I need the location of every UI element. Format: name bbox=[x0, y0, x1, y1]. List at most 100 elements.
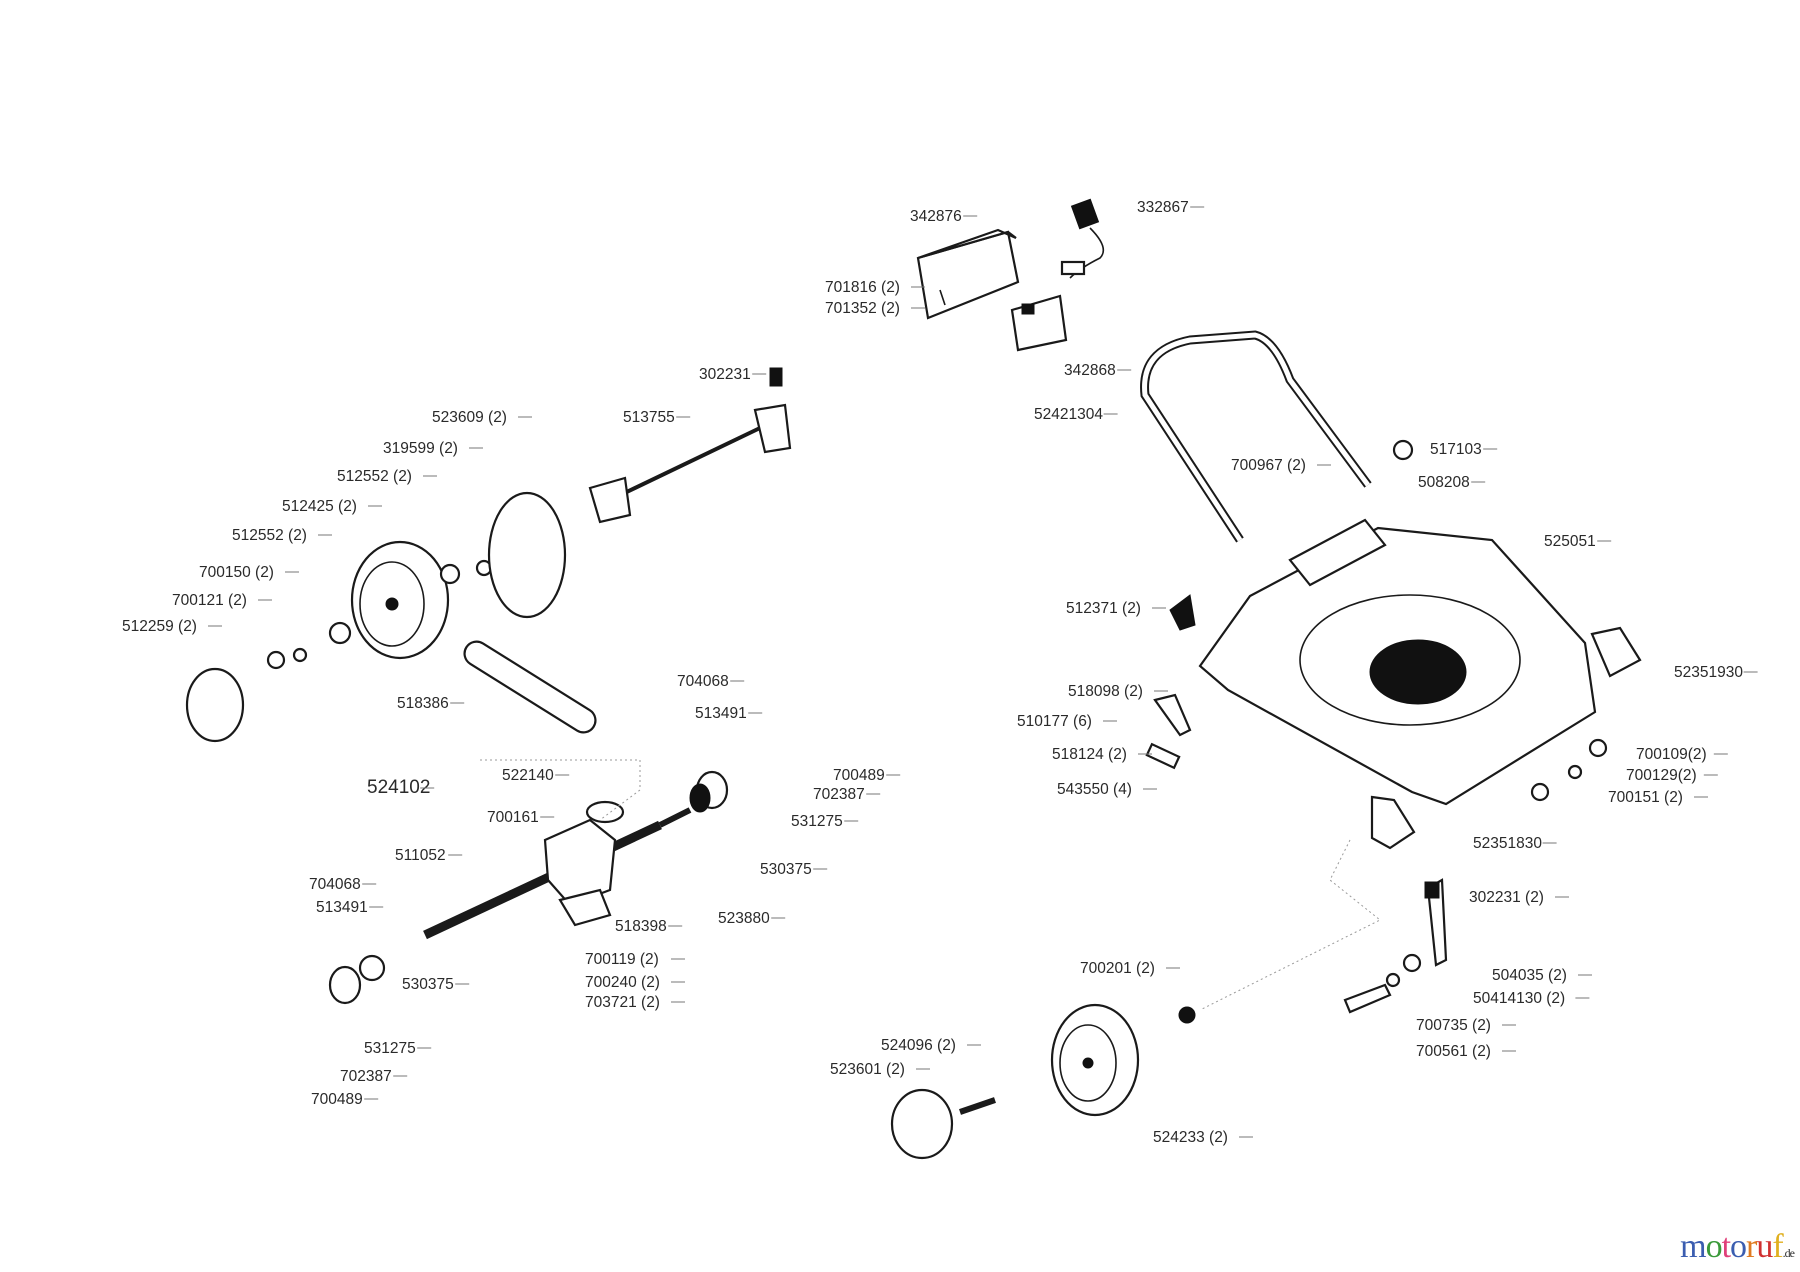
front-wheel bbox=[1050, 1003, 1140, 1117]
part-number-label: 531275 bbox=[791, 813, 843, 830]
part-number-label: 342868 bbox=[1064, 362, 1116, 379]
height-lever bbox=[1424, 878, 1448, 967]
grass-bag-bracket bbox=[1590, 626, 1642, 678]
part-number-label: 700150 (2) bbox=[199, 564, 274, 581]
clutch bbox=[358, 954, 386, 982]
part-number-label: 302231 bbox=[699, 366, 751, 383]
logo-letter: t bbox=[1721, 1228, 1732, 1265]
part-number-label: 518098 (2) bbox=[1068, 683, 1143, 700]
washer bbox=[292, 647, 308, 663]
part-number-label: 512425 (2) bbox=[282, 498, 357, 515]
cable-grommet bbox=[1392, 439, 1414, 461]
part-number-label: 512259 (2) bbox=[122, 618, 197, 635]
part-number-label: 50414130 (2) bbox=[1473, 990, 1565, 1007]
part-number-label: 525051 bbox=[1544, 533, 1596, 550]
part-number-label: 513491 bbox=[695, 705, 747, 722]
part-number-label: 512552 (2) bbox=[337, 468, 412, 485]
bushing bbox=[328, 621, 352, 645]
part-number-label: 700129(2) bbox=[1626, 767, 1697, 784]
logo-letter: o bbox=[1730, 1228, 1747, 1265]
logo-letter: f bbox=[1772, 1228, 1783, 1265]
hinge-bracket bbox=[1153, 693, 1192, 737]
part-number-label: 701816 (2) bbox=[825, 279, 900, 296]
motoruf-logo: motoruf.de bbox=[1680, 1228, 1795, 1266]
part-number-label: 517103 bbox=[1430, 441, 1482, 458]
part-number-label: 700109(2) bbox=[1636, 746, 1707, 763]
clutch bbox=[689, 783, 711, 813]
mower-deck bbox=[1198, 518, 1597, 806]
part-number-label: 702387 bbox=[340, 1068, 392, 1085]
part-number-label: 704068 bbox=[309, 876, 361, 893]
nut bbox=[1588, 738, 1608, 758]
wheel-cover-disc bbox=[487, 491, 567, 619]
part-number-label: 513755 bbox=[623, 409, 675, 426]
logo-letter: u bbox=[1756, 1228, 1773, 1265]
part-number-label: 513491 bbox=[316, 899, 368, 916]
part-number-label: 512371 (2) bbox=[1066, 600, 1141, 617]
part-number-label: 52351930 bbox=[1674, 664, 1743, 681]
part-number-label: 700240 (2) bbox=[585, 974, 660, 991]
hubcap bbox=[890, 1088, 954, 1160]
battery-holder bbox=[1010, 294, 1068, 352]
part-number-label: 524233 (2) bbox=[1153, 1129, 1228, 1146]
part-number-label: 342876 bbox=[910, 208, 962, 225]
part-number-label: 700561 (2) bbox=[1416, 1043, 1491, 1060]
clamp-plate bbox=[1145, 742, 1181, 770]
part-number-label: 531275 bbox=[364, 1040, 416, 1057]
part-number-label: 518398 bbox=[615, 918, 667, 935]
nut bbox=[266, 650, 286, 670]
wheel-bolt bbox=[959, 1097, 996, 1115]
part-number-label: 701352 (2) bbox=[825, 300, 900, 317]
washer bbox=[1530, 782, 1550, 802]
part-number-label: 332867 bbox=[1137, 199, 1189, 216]
washer bbox=[1385, 972, 1401, 988]
part-number-label: 302231 (2) bbox=[1469, 889, 1544, 906]
star-washer bbox=[1178, 1006, 1196, 1024]
drive-belt bbox=[463, 640, 597, 734]
part-number-label: 524102 bbox=[367, 777, 430, 798]
part-number-label: 512552 (2) bbox=[232, 527, 307, 544]
part-number-label: 523609 (2) bbox=[432, 409, 507, 426]
part-number-label: 700119 (2) bbox=[585, 951, 659, 968]
gearbox bbox=[423, 800, 692, 940]
part-number-label: 523880 bbox=[718, 910, 770, 927]
part-number-label: 504035 (2) bbox=[1492, 967, 1567, 984]
rear-axle bbox=[588, 367, 792, 524]
part-number-label: 518124 (2) bbox=[1052, 746, 1127, 763]
part-number-label: 508208 bbox=[1418, 474, 1470, 491]
part-number-label: 700489 bbox=[311, 1091, 363, 1108]
part-number-label: 703721 (2) bbox=[585, 994, 660, 1011]
part-number-label: 700489 bbox=[833, 767, 885, 784]
part-number-label: 700967 (2) bbox=[1231, 457, 1306, 474]
part-number-label: 704068 bbox=[677, 673, 729, 690]
part-number-label: 530375 bbox=[760, 861, 812, 878]
part-number-label: 522140 bbox=[502, 767, 554, 784]
part-number-label: 511052 bbox=[395, 847, 446, 864]
part-number-label: 543550 (4) bbox=[1057, 781, 1132, 798]
washer bbox=[1567, 764, 1583, 780]
part-number-label: 700151 (2) bbox=[1608, 789, 1683, 806]
knob bbox=[1169, 594, 1196, 631]
part-number-label: 510177 (6) bbox=[1017, 713, 1092, 730]
part-number-label: 524096 (2) bbox=[881, 1037, 956, 1054]
logo-letter: r bbox=[1746, 1228, 1757, 1265]
height-adjust-bracket bbox=[1370, 795, 1416, 850]
part-number-label: 700121 (2) bbox=[172, 592, 247, 609]
part-number-label: 700735 (2) bbox=[1416, 1017, 1491, 1034]
rear-wheel bbox=[350, 540, 450, 660]
battery-box bbox=[916, 228, 1020, 320]
part-number-label: 702387 bbox=[813, 786, 865, 803]
part-number-label: 52421304 bbox=[1034, 406, 1103, 423]
part-number-label: 700161 bbox=[487, 809, 539, 826]
hubcap bbox=[185, 667, 245, 743]
bolt bbox=[1343, 983, 1392, 1014]
part-number-labels: 342876 332867 701816 (2) 701352 (2) 302231 34… bbox=[122, 199, 1758, 1146]
charger bbox=[1060, 198, 1105, 279]
bearing bbox=[439, 563, 461, 585]
part-number-label: 523601 (2) bbox=[830, 1061, 905, 1078]
part-number-label: 700201 (2) bbox=[1080, 960, 1155, 977]
part-number-label: 530375 bbox=[402, 976, 454, 993]
part-number-label: 319599 (2) bbox=[383, 440, 458, 457]
